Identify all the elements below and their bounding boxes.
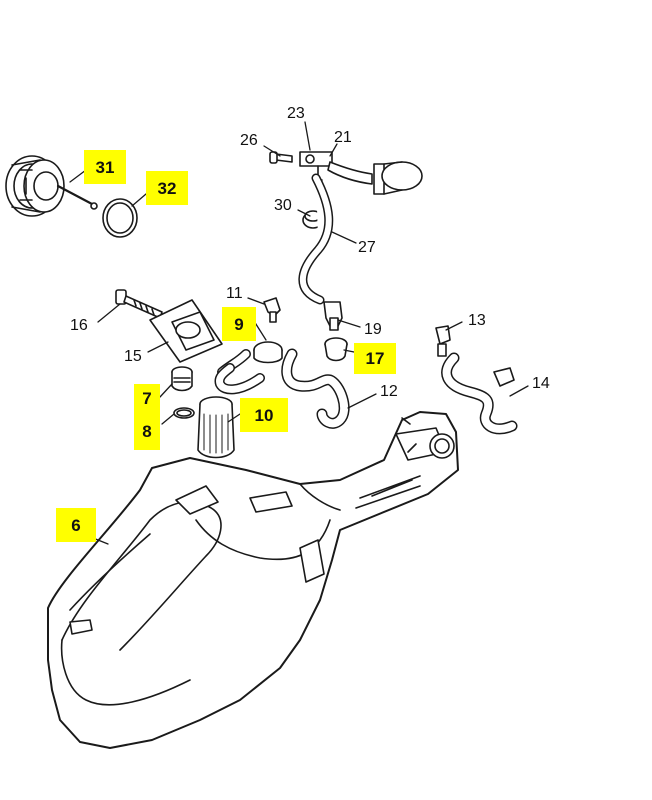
callout-16: 16 bbox=[70, 317, 88, 334]
callout-27: 27 bbox=[358, 239, 376, 256]
callout-21: 21 bbox=[334, 129, 352, 146]
callout-7: 7 bbox=[134, 384, 160, 412]
callout-13: 13 bbox=[468, 312, 486, 329]
part-13-fitting bbox=[435, 325, 451, 357]
callout-17: 17 bbox=[354, 343, 396, 374]
callout-8: 8 bbox=[134, 412, 160, 450]
part-6-tank-housing bbox=[47, 411, 459, 749]
callout-26: 26 bbox=[240, 132, 258, 149]
part-27-hose bbox=[298, 173, 334, 305]
part-26-screw bbox=[269, 151, 293, 164]
part-17-grommet bbox=[324, 337, 348, 362]
callout-6: 6 bbox=[56, 508, 96, 542]
callout-30: 30 bbox=[274, 197, 292, 214]
part-32-o-ring bbox=[102, 198, 138, 238]
part-9-suction-head bbox=[214, 341, 283, 395]
part-14-hose bbox=[441, 352, 518, 435]
callout-32: 32 bbox=[146, 171, 188, 205]
callout-9: 9 bbox=[222, 307, 256, 341]
part-11-fitting bbox=[263, 297, 281, 323]
part-21-vent-cap bbox=[327, 161, 423, 195]
part-15-bracket bbox=[149, 299, 223, 363]
part-31-flange-assembly bbox=[5, 155, 98, 217]
callout-31: 31 bbox=[84, 150, 126, 184]
callout-11: 11 bbox=[226, 285, 243, 302]
part-19-elbow bbox=[323, 301, 343, 331]
part-7-connector bbox=[171, 366, 193, 392]
callout-23: 23 bbox=[287, 105, 305, 122]
part-12-fuel-hose bbox=[281, 348, 350, 429]
callout-14: 14 bbox=[532, 375, 550, 392]
part-10-fuel-filter bbox=[197, 396, 235, 459]
part-8-o-ring bbox=[173, 407, 195, 419]
callout-19: 19 bbox=[364, 321, 382, 338]
part-16-bolt bbox=[115, 289, 163, 319]
leader-lines bbox=[69, 121, 529, 545]
callout-12: 12 bbox=[380, 383, 398, 400]
callout-15: 15 bbox=[124, 348, 142, 365]
callout-10: 10 bbox=[240, 398, 288, 432]
